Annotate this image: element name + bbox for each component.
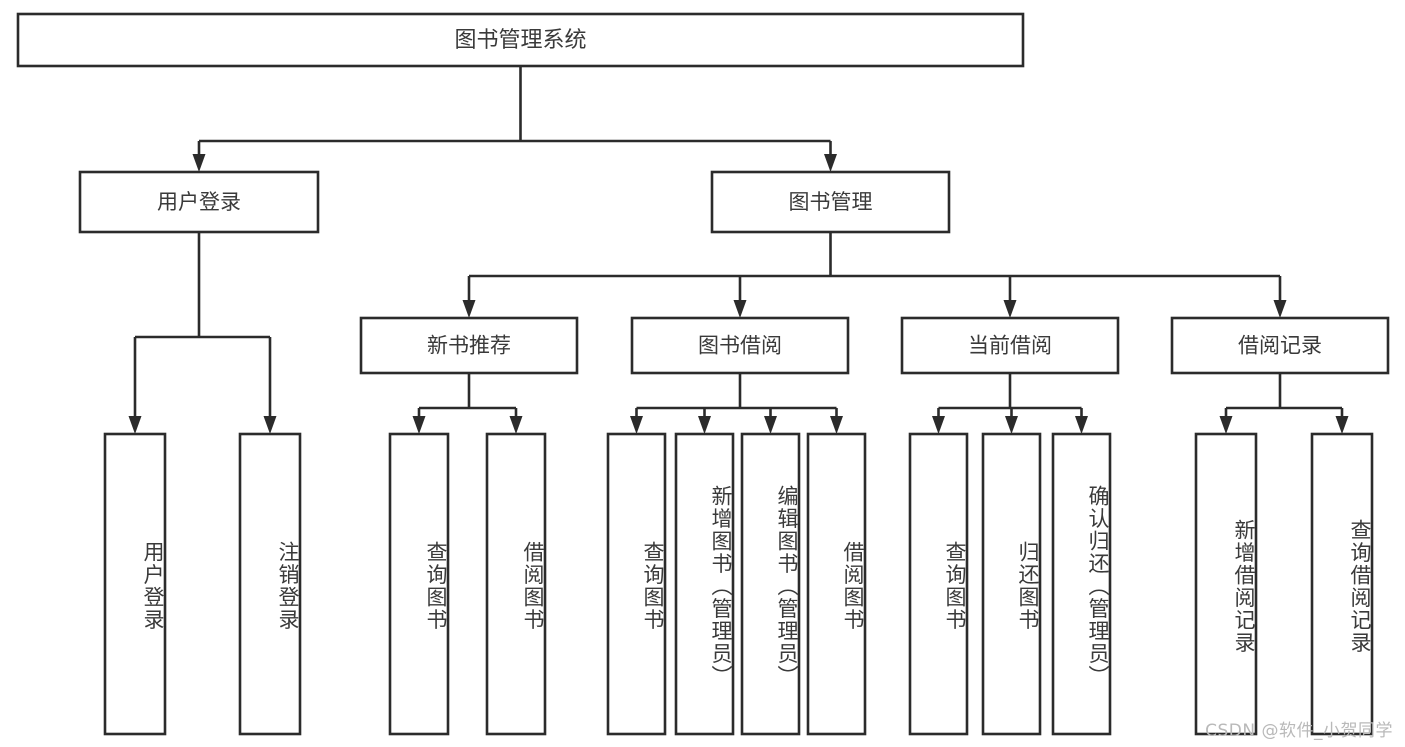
node-leaf-borrow-book-1[interactable] [485,432,547,736]
node-box-leaf-confirm-return [1051,432,1112,736]
node-leaf-edit-book[interactable] [740,432,801,736]
node-book-mgmt[interactable]: 图书管理 [710,170,951,234]
node-box-leaf-query-book-1 [388,432,450,736]
node-leaf-query-book-1[interactable] [388,432,450,736]
node-leaf-add-record[interactable] [1194,432,1258,736]
node-leaf-query-record[interactable] [1310,432,1374,736]
edge-group-new-book-rec [412,373,523,434]
arrow-head-icon [462,300,476,318]
node-leaf-query-book-3[interactable] [908,432,969,736]
node-box-leaf-user-logout [238,432,302,736]
edge-group-current-borrow [932,373,1088,434]
node-box-root [16,12,1025,68]
node-leaf-confirm-return[interactable] [1051,432,1112,736]
node-leaf-add-book[interactable] [674,432,735,736]
edge-group-book-mgmt [462,232,1287,318]
edge-group-book-borrow [630,373,843,434]
node-box-leaf-edit-book [740,432,801,736]
node-borrow-record[interactable]: 借阅记录 [1170,316,1390,375]
node-leaf-user-login[interactable] [103,432,167,736]
arrow-head-icon [1005,416,1018,434]
node-user-login[interactable]: 用户登录 [78,170,320,234]
node-leaf-return-book[interactable] [981,432,1042,736]
node-box-leaf-borrow-book-2 [806,432,867,736]
arrow-head-icon [932,416,945,434]
node-label-user-login: 用户登录 [157,190,241,214]
arrow-head-icon [1219,416,1233,434]
arrow-head-icon [128,416,142,434]
node-label-book-borrow: 图书借阅 [698,334,782,358]
node-box-leaf-borrow-book-1 [485,432,547,736]
node-box-book-borrow [630,316,850,375]
edge-group-root [192,66,837,172]
node-box-leaf-return-book [981,432,1042,736]
arrow-head-icon [630,416,643,434]
node-leaf-user-logout[interactable] [238,432,302,736]
node-book-borrow[interactable]: 图书借阅 [630,316,850,375]
arrow-head-icon [509,416,523,434]
arrow-head-icon [824,154,837,172]
node-box-current-borrow [900,316,1120,375]
arrow-head-icon [698,416,711,434]
arrow-head-icon [764,416,777,434]
arrow-head-icon [1003,300,1017,318]
node-new-book-rec[interactable]: 新书推荐 [359,316,579,375]
watermark-text: CSDN @软件_小贺同学 [1205,721,1393,741]
node-box-leaf-query-book-2 [606,432,667,736]
arrow-head-icon [1273,300,1287,318]
node-label-current-borrow: 当前借阅 [968,334,1052,358]
node-label-new-book-rec: 新书推荐 [427,334,511,358]
arrow-head-icon [1335,416,1349,434]
connector-layer [128,66,1349,434]
arrow-head-icon [192,154,206,172]
node-box-leaf-query-record [1310,432,1374,736]
node-box-leaf-user-login [103,432,167,736]
node-box-new-book-rec [359,316,579,375]
node-box-user-login [78,170,320,234]
node-leaf-borrow-book-2[interactable] [806,432,867,736]
node-label-book-mgmt: 图书管理 [789,190,873,214]
node-box-leaf-add-record [1194,432,1258,736]
node-leaf-query-book-2[interactable] [606,432,667,736]
arrow-head-icon [733,300,747,318]
arrow-head-icon [412,416,426,434]
node-box-leaf-query-book-3 [908,432,969,736]
arrow-head-icon [830,416,843,434]
arrow-head-icon [263,416,277,434]
node-current-borrow[interactable]: 当前借阅 [900,316,1120,375]
node-root[interactable]: 图书管理系统 [16,12,1025,68]
node-label-root: 图书管理系统 [454,28,586,53]
edge-group-borrow-record [1219,373,1349,434]
edge-group-user-login [128,232,277,434]
arrow-head-icon [1075,416,1088,434]
node-label-borrow-record: 借阅记录 [1238,334,1322,358]
node-box-book-mgmt [710,170,951,234]
node-box-borrow-record [1170,316,1390,375]
node-box-leaf-add-book [674,432,735,736]
